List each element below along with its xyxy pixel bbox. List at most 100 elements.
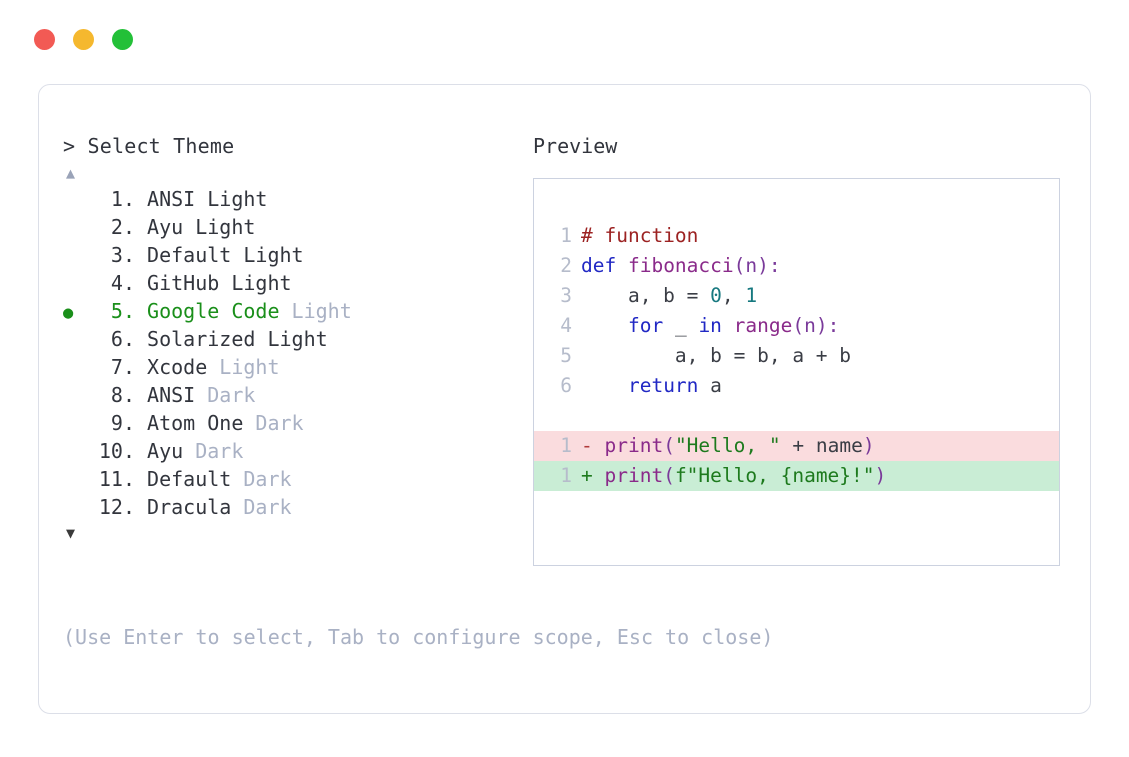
traffic-light-group: [34, 28, 133, 50]
theme-item-variant: Dark: [195, 383, 256, 407]
line-number: 1: [560, 434, 572, 457]
code-token: def: [581, 254, 628, 277]
code-token: (: [663, 464, 675, 487]
code-line-content: + print(f"Hello, {name}!"): [572, 461, 886, 491]
theme-item-number: 9.: [98, 411, 135, 435]
code-line-added: 1+ print(f"Hello, {name}!"): [534, 461, 1059, 491]
code-token: print: [604, 464, 664, 487]
theme-item-name: Google Code: [135, 299, 280, 323]
theme-item-number: 8.: [98, 383, 135, 407]
theme-list-item[interactable]: 1. ANSI Light: [63, 185, 533, 213]
code-token: "Hello, ": [674, 434, 781, 457]
theme-list-item[interactable]: 8. ANSI Dark: [63, 381, 533, 409]
theme-item-name: Solarized: [135, 327, 256, 351]
code-token: ): [874, 464, 887, 487]
code-token: a: [698, 374, 722, 397]
theme-item-number: 5.: [98, 299, 135, 323]
code-token: _: [663, 314, 699, 337]
theme-item-number: 4.: [98, 271, 135, 295]
theme-list-item[interactable]: 10. Ayu Dark: [63, 437, 533, 465]
code-line-content: a, b = 0, 1: [572, 281, 757, 311]
code-token: f"Hello, {name}!": [674, 464, 875, 487]
theme-item-number: 12.: [98, 495, 135, 519]
scroll-down-icon[interactable]: ▼: [66, 524, 76, 542]
code-blank-line: [534, 401, 1059, 431]
code-token: (n):: [792, 314, 840, 337]
close-button[interactable]: [34, 28, 55, 50]
theme-item-number: 11.: [98, 467, 135, 491]
theme-list-item[interactable]: 12. Dracula Dark: [63, 493, 533, 521]
theme-item-name: GitHub: [135, 271, 220, 295]
theme-item-name: Default: [135, 243, 232, 267]
theme-item-name: ANSI: [135, 187, 196, 211]
theme-item-number: 6.: [98, 327, 135, 351]
code-token: +: [581, 464, 605, 487]
theme-item-variant: Dark: [243, 411, 304, 435]
theme-item-variant: Dark: [183, 439, 244, 463]
line-number: 1: [560, 464, 572, 487]
code-token: 0: [710, 284, 722, 307]
theme-list-item[interactable]: 11. Default Dark: [63, 465, 533, 493]
code-token: range: [733, 314, 793, 337]
selected-bullet-icon: ●: [63, 303, 74, 323]
code-token: in: [698, 314, 722, 337]
code-line-content: for _ in range(n):: [572, 311, 839, 341]
code-token: (: [663, 434, 675, 457]
theme-list-item[interactable]: 6. Solarized Light: [63, 325, 533, 353]
code-token: a, b = b, a + b: [581, 344, 852, 367]
theme-list-item[interactable]: ● 5. Google Code Light: [63, 297, 533, 325]
theme-item-name: Xcode: [135, 355, 208, 379]
code-token: name: [815, 434, 863, 457]
theme-list-item[interactable]: 3. Default Light: [63, 241, 533, 269]
code-token: print: [604, 434, 664, 457]
theme-list-item[interactable]: 2. Ayu Light: [63, 213, 533, 241]
theme-list-item[interactable]: 4. GitHub Light: [63, 269, 533, 297]
code-line-content: def fibonacci(n):: [572, 251, 781, 281]
theme-item-variant: Light: [219, 271, 292, 295]
minimize-button[interactable]: [73, 28, 94, 50]
code-token: [722, 314, 734, 337]
theme-item-number: 10.: [98, 439, 135, 463]
theme-item-name: Ayu: [135, 439, 184, 463]
theme-item-number: 7.: [98, 355, 135, 379]
code-line-content: # function: [572, 221, 698, 251]
code-token: 1: [745, 284, 758, 307]
code-token: [581, 314, 628, 337]
code-token: (n):: [733, 254, 781, 277]
theme-item-name: Atom One: [135, 411, 244, 435]
code-token: a, b =: [581, 284, 711, 307]
code-token: -: [581, 434, 605, 457]
theme-list-item[interactable]: 9. Atom One Dark: [63, 409, 533, 437]
maximize-button[interactable]: [112, 28, 133, 50]
line-number: 6: [560, 374, 572, 397]
keyboard-hint: (Use Enter to select, Tab to configure s…: [63, 625, 774, 649]
code-line-content: - print("Hello, " + name): [572, 431, 875, 461]
line-number: 4: [560, 314, 572, 337]
code-token: return: [627, 374, 699, 397]
theme-item-name: Default: [135, 467, 232, 491]
theme-item-variant: Light: [231, 243, 304, 267]
theme-item-variant: Light: [279, 299, 352, 323]
code-line-content: a, b = b, a + b: [572, 341, 851, 371]
theme-list: 1. ANSI Light 2. Ayu Light 3. Default Li…: [63, 185, 533, 521]
theme-list-item[interactable]: 7. Xcode Light: [63, 353, 533, 381]
scroll-up-icon[interactable]: ▲: [66, 164, 76, 182]
code-line: 4 for _ in range(n):: [534, 311, 1059, 341]
theme-item-name: ANSI: [135, 383, 196, 407]
code-token: fibonacci: [627, 254, 734, 277]
theme-item-name: Ayu: [135, 215, 184, 239]
code-line-removed: 1- print("Hello, " + name): [534, 431, 1059, 461]
code-token: +: [780, 434, 816, 457]
window-titlebar: [0, 0, 1129, 78]
theme-item-number: 1.: [98, 187, 135, 211]
code-token: ,: [721, 284, 746, 307]
prompt-header: > Select Theme: [63, 134, 235, 158]
code-line-content: return a: [572, 371, 722, 401]
theme-item-variant: Dark: [231, 467, 292, 491]
theme-item-variant: Light: [195, 187, 268, 211]
code-token: # function: [581, 224, 699, 247]
main-card: > Select Theme ▲ 1. ANSI Light 2. Ayu Li…: [38, 84, 1091, 714]
line-number: 5: [560, 344, 572, 367]
theme-item-name: Dracula: [135, 495, 232, 519]
